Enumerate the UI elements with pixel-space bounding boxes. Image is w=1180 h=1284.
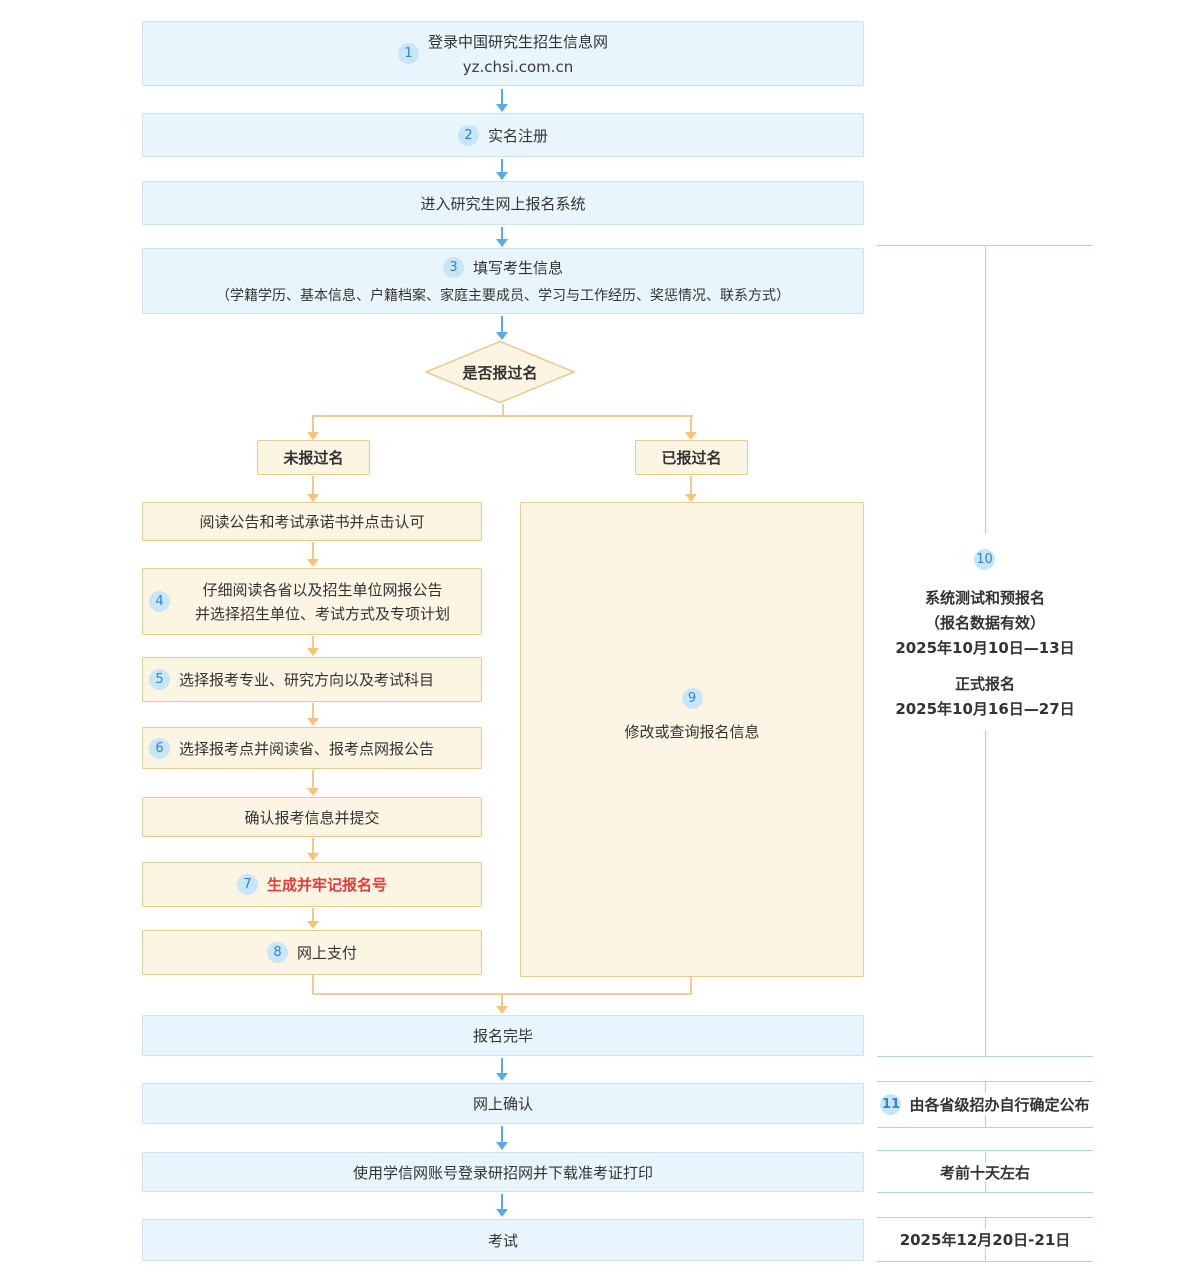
timeline-line: [877, 1192, 1093, 1193]
fill-info-detail: （学籍学历、基本信息、户籍档案、家庭主要成员、学习与工作经历、奖惩情况、联系方式…: [216, 288, 790, 304]
register-label: 实名注册: [487, 126, 548, 145]
connector-line: [690, 977, 692, 993]
timeline-line: [877, 1056, 1093, 1057]
step-9-badge: 9: [681, 688, 703, 709]
arrow-down: [495, 227, 509, 247]
arrow-down: [306, 636, 320, 656]
arrow-down: [306, 908, 320, 929]
confirm-submit-label: 确认报考信息并提交: [244, 808, 380, 827]
get-number-box: 7 生成并牢记报名号: [142, 862, 482, 907]
arrow-down: [306, 838, 320, 861]
step-4-badge: 4: [149, 591, 170, 612]
download-ticket-label: 使用学信网账号登录研招网并下载准考证打印: [352, 1163, 653, 1182]
choose-unit-line2: 并选择招生单位、考试方式及专项计划: [194, 604, 450, 623]
print-ticket-label: 考前十天左右: [939, 1164, 1030, 1182]
pre-register-note: （报名数据有效）: [924, 614, 1045, 632]
finish-label: 报名完毕: [472, 1027, 533, 1045]
step-11-badge: 11: [880, 1094, 902, 1115]
exam-label: 考试: [487, 1231, 518, 1250]
modify-query-box: 9 修改或查询报名信息: [520, 502, 864, 977]
step-2-badge: 2: [457, 124, 479, 146]
timeline-line: [985, 245, 986, 534]
read-notice-box: 阅读公告和考试承诺书并点击认可: [142, 502, 482, 541]
timeline-line: [877, 1261, 1093, 1262]
arrow-down: [306, 542, 320, 567]
fill-info-box: 3 填写考生信息 （学籍学历、基本信息、户籍档案、家庭主要成员、学习与工作经历、…: [142, 248, 864, 314]
formal-register-date: 2025年10月16日—27日: [895, 700, 1075, 718]
timeline-line: [877, 1127, 1093, 1128]
step-3-badge: 3: [442, 257, 464, 278]
pay-online-box: 8 网上支付: [142, 930, 482, 975]
choose-major-box: 5 选择报考专业、研究方向以及考试科目: [142, 657, 482, 702]
timeline-tick: [985, 1081, 986, 1093]
get-number-label: 生成并牢记报名号: [266, 876, 387, 894]
branch-registered: 已报过名: [635, 440, 748, 475]
timeline-line: [985, 730, 986, 1056]
arrow-down: [306, 703, 320, 726]
timeline-tick: [985, 1181, 986, 1192]
choose-site-label: 选择报考点并阅读省、报考点网报公告: [179, 739, 435, 758]
timeline-tick: [985, 1217, 986, 1229]
step-register-box: 2 实名注册: [142, 113, 864, 157]
confirm-notice-row: 11 由各省级招办自行确定公布: [865, 1094, 1105, 1115]
arrow-down: [684, 415, 698, 440]
diamond-shape: [424, 340, 576, 404]
pay-online-label: 网上支付: [296, 944, 357, 962]
arrow-down: [495, 993, 509, 1014]
login-title: 登录中国研究生招生信息网: [427, 33, 608, 51]
read-notice-label: 阅读公告和考试承诺书并点击认可: [199, 513, 425, 531]
step-login-box: 1 登录中国研究生招生信息网 yz.chsi.com.cn: [142, 21, 864, 86]
pre-register-date: 2025年10月10日—13日: [895, 639, 1075, 657]
pre-register-title: 系统测试和预报名: [924, 589, 1045, 607]
branch-registered-label: 已报过名: [661, 449, 722, 467]
arrow-down: [495, 89, 509, 112]
choose-major-label: 选择报考专业、研究方向以及考试科目: [179, 671, 435, 689]
enter-system-box: 进入研究生网上报名系统: [142, 181, 864, 225]
arrow-down: [495, 1058, 509, 1081]
arrow-down: [495, 1126, 509, 1150]
fill-info-label: 填写考生信息: [472, 259, 563, 277]
confirm-notice-label: 由各省级招办自行确定公布: [909, 1096, 1090, 1114]
step-10-badge: 10: [974, 549, 995, 570]
choose-site-box: 6 选择报考点并阅读省、报考点网报公告: [142, 727, 482, 769]
login-url: yz.chsi.com.cn: [462, 58, 574, 76]
download-ticket-box: 使用学信网账号登录研招网并下载准考证打印: [142, 1152, 864, 1192]
confirm-submit-box: 确认报考信息并提交: [142, 797, 482, 837]
modify-query-label: 修改或查询报名信息: [624, 723, 760, 741]
arrow-down: [306, 476, 320, 502]
arrow-down: [495, 316, 509, 340]
timeline-tick: [985, 1249, 986, 1261]
step-7-badge: 7: [236, 874, 258, 895]
connector-line: [502, 404, 504, 416]
arrow-down: [306, 770, 320, 796]
arrow-down: [495, 1194, 509, 1217]
timeline-tick: [985, 1115, 986, 1127]
step-6-badge: 6: [149, 737, 170, 759]
timeline-tick: [985, 1150, 986, 1162]
branch-not-registered-label: 未报过名: [283, 449, 344, 467]
pre-register-block: 系统测试和预报名 （报名数据有效） 2025年10月10日—13日 正式报名 2…: [865, 586, 1105, 722]
formal-register-title: 正式报名: [954, 675, 1015, 693]
finish-box: 报名完毕: [142, 1015, 864, 1056]
branch-not-registered: 未报过名: [257, 440, 370, 475]
choose-unit-line1: 仔细阅读各省以及招生单位网报公告: [202, 580, 443, 599]
choose-unit-box: 4 仔细阅读各省以及招生单位网报公告 并选择招生单位、考试方式及专项计划: [142, 568, 482, 635]
decision-label: 是否报过名: [462, 363, 538, 382]
decision-diamond: 是否报过名: [424, 340, 576, 404]
exam-date-label: 2025年12月20日-21日: [899, 1231, 1071, 1249]
online-confirm-label: 网上确认: [472, 1095, 533, 1113]
connector-line: [313, 415, 693, 417]
arrow-down: [495, 159, 509, 180]
exam-box: 考试: [142, 1219, 864, 1261]
arrow-down: [306, 415, 320, 440]
step-8-badge: 8: [266, 942, 288, 963]
arrow-down: [684, 476, 698, 502]
step-1-badge: 1: [397, 43, 419, 64]
step-5-badge: 5: [149, 669, 170, 690]
online-confirm-box: 网上确认: [142, 1083, 864, 1124]
connector-line: [312, 975, 314, 993]
enter-system-label: 进入研究生网上报名系统: [420, 194, 586, 213]
